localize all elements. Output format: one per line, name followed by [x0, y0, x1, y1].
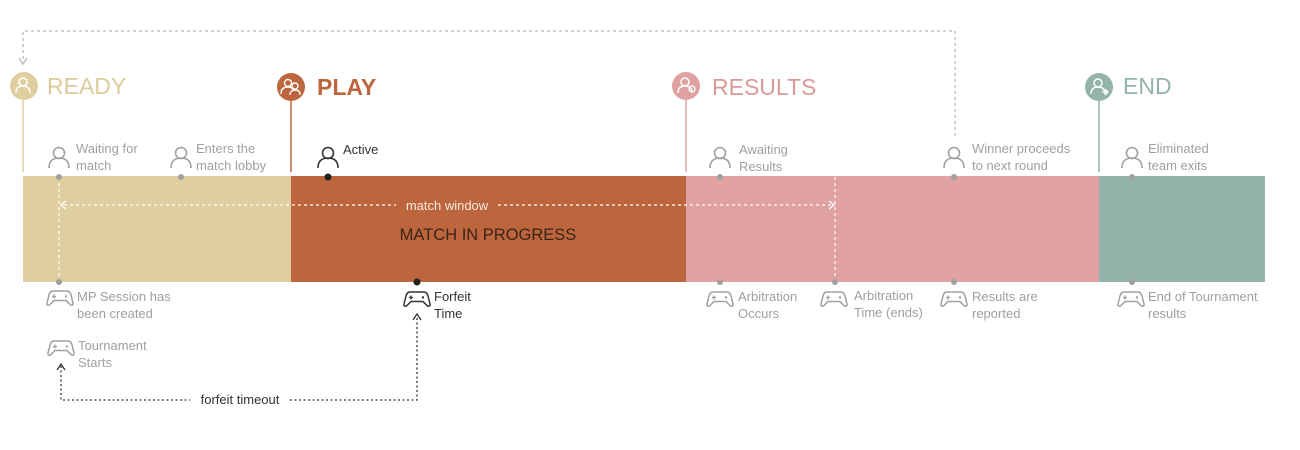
phase-title-end: END [1123, 73, 1172, 99]
phase-title-ready: READY [47, 73, 126, 99]
winner-label-line1: Winner proceeds [972, 141, 1071, 156]
eliminated-label-line2: team exits [1148, 158, 1208, 173]
eot-label-line2: results [1148, 306, 1187, 321]
session-dot [56, 279, 62, 285]
active-label: Active [343, 142, 378, 157]
match-window-label: match window [406, 198, 489, 213]
eliminated-person-icon [1121, 146, 1143, 169]
session-label-line2: been created [77, 306, 153, 321]
lobby-label-line2: match lobby [196, 158, 267, 173]
eot-gamepad-icon [1117, 291, 1145, 307]
forfeit-dot [413, 278, 421, 286]
awaiting-label-line2: Results [739, 159, 783, 174]
session-label-line1: MP Session has [77, 289, 171, 304]
end-segment [1099, 176, 1265, 282]
eliminated-dot [1129, 174, 1135, 180]
winner-person-icon [943, 146, 965, 169]
waiting-dot [56, 174, 62, 180]
lobby-dot [178, 174, 184, 180]
winner-label-line2: to next round [972, 158, 1048, 173]
reported-label-line2: reported [972, 306, 1020, 321]
eot-dot [1129, 279, 1135, 285]
arb-occurs-label-line1: Arbitration [738, 289, 797, 304]
waiting-label-line2: match [76, 158, 111, 173]
session-gamepad-icon [46, 290, 74, 306]
arb-time-label-line2: Time (ends) [854, 305, 923, 320]
results-segment [686, 176, 1099, 282]
winner-dot [951, 174, 957, 180]
tournament-label-line2: Starts [78, 355, 112, 370]
reported-label-line1: Results are [972, 289, 1038, 304]
match-in-progress-label: MATCH IN PROGRESS [400, 226, 577, 244]
forfeit-gamepad-icon [403, 291, 431, 307]
forfeit-timeout-connector-right [290, 316, 418, 401]
forfeit-timeout-connector-left [60, 366, 190, 401]
eliminated-label-line1: Eliminated [1148, 141, 1209, 156]
arb-occurs-gamepad-icon [706, 291, 734, 307]
tournament-label-line1: Tournament [78, 338, 147, 353]
lobby-label-line1: Enters the [196, 141, 255, 156]
ready-phase-icon [10, 72, 38, 100]
forfeit-label-line1: Forfeit [434, 289, 471, 304]
loop-back-arrowhead [18, 57, 28, 66]
forfeit-timeout-label: forfeit timeout [201, 392, 280, 407]
awaiting-dot [717, 174, 723, 180]
waiting-person-icon [48, 146, 70, 169]
ready-segment [23, 176, 291, 282]
awaiting-person-icon [709, 146, 731, 169]
awaiting-label-line1: Awaiting [739, 142, 788, 157]
reported-dot [951, 279, 957, 285]
waiting-label-line1: Waiting for [76, 141, 138, 156]
forfeit-label-line2: Time [434, 306, 462, 321]
arb-occurs-label-line2: Occurs [738, 306, 780, 321]
results-phase-icon [672, 72, 700, 100]
active-person-icon [317, 146, 339, 169]
forfeit-timeout-arrow-right [412, 312, 422, 321]
tournament-gamepad-icon [47, 340, 75, 356]
eot-label-line1: End of Tournament [1148, 289, 1258, 304]
active-dot [324, 173, 332, 181]
arb-time-gamepad-icon [820, 291, 848, 307]
end-phase-icon [1085, 73, 1113, 101]
match-window-arrow-left [59, 200, 67, 210]
play-segment [291, 176, 686, 282]
arb-time-label-line1: Arbitration [854, 288, 913, 303]
phase-title-results: RESULTS [712, 74, 816, 100]
arb-time-dot [832, 279, 838, 285]
reported-gamepad-icon [940, 291, 968, 307]
loop-back-connector [22, 30, 956, 136]
forfeit-timeout-arrow-left [56, 362, 66, 371]
phase-title-play: PLAY [317, 74, 376, 100]
lobby-person-icon [170, 146, 192, 169]
match-window-arrow-right [828, 200, 836, 210]
arb-occurs-dot [717, 279, 723, 285]
play-phase-icon [277, 73, 305, 101]
